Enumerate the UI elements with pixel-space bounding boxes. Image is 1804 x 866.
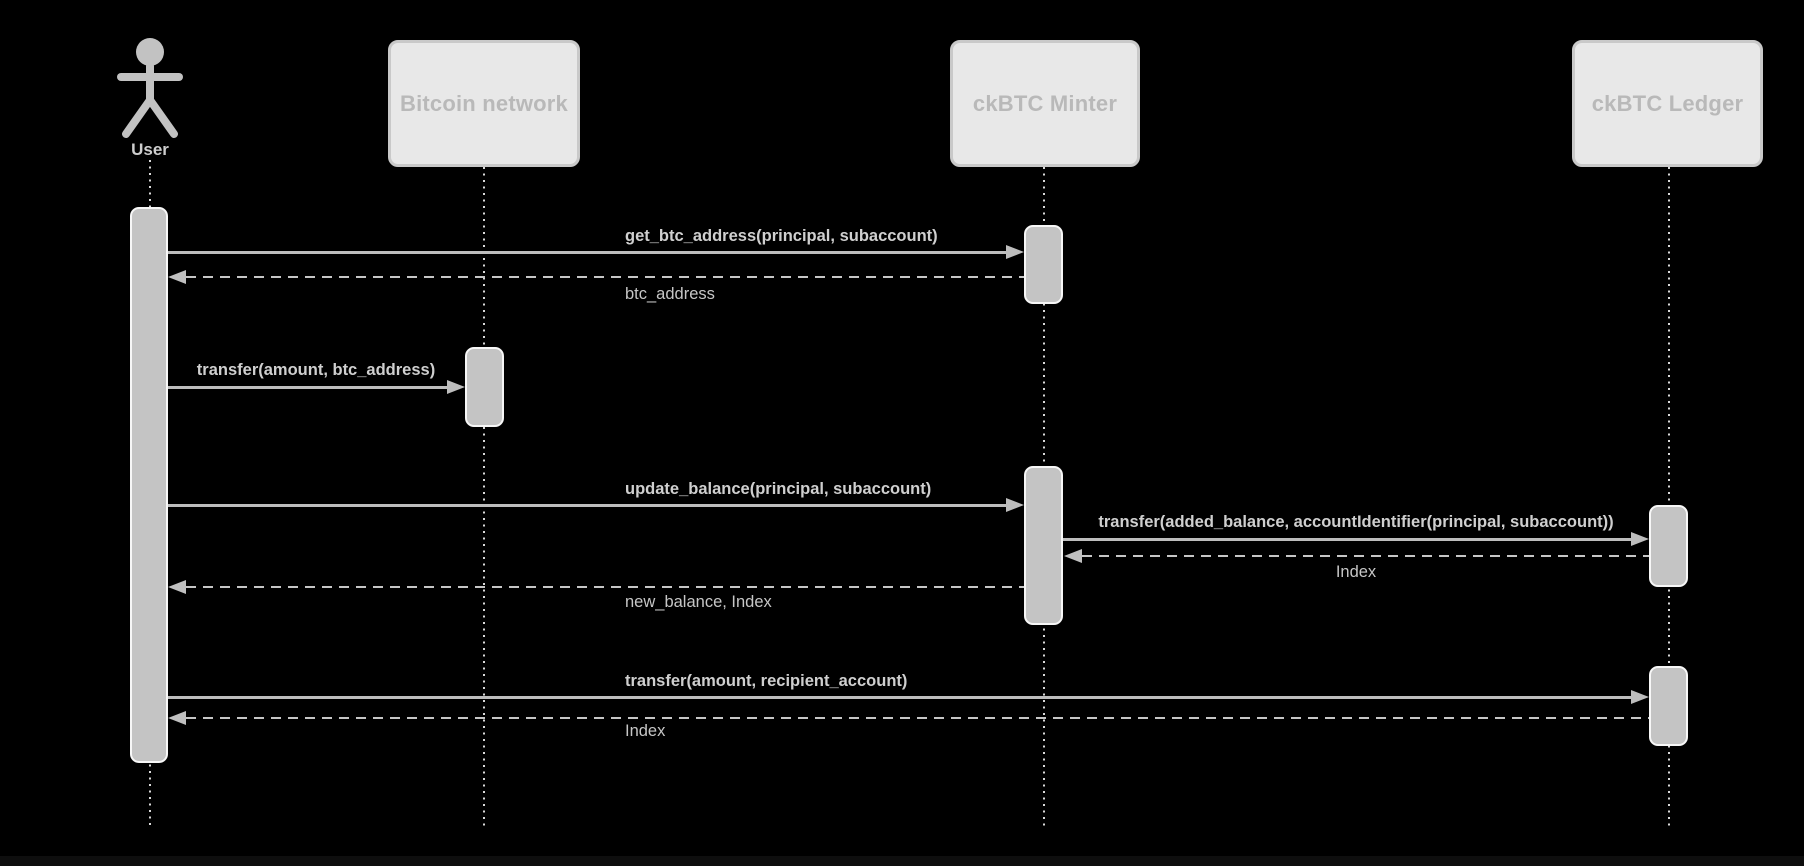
arrowhead-right-icon (1631, 532, 1649, 546)
message-line-transfer-added-balance (1063, 538, 1633, 541)
participant-label-ckbtc-minter: ckBTC Minter (972, 90, 1118, 116)
message-label-index-to-user: Index (625, 722, 666, 740)
arrowhead-right-icon (447, 380, 465, 394)
activation-bar-minter-2 (1024, 466, 1063, 625)
message-label-transfer-recipient: transfer(amount, recipient_account) (625, 672, 908, 690)
participant-box-ckbtc-minter: ckBTC Minter (950, 40, 1140, 167)
bottom-strip (0, 856, 1804, 866)
arrowhead-left-icon (168, 711, 186, 725)
message-label-btc-address-return: btc_address (625, 285, 715, 303)
message-label-index-to-minter: Index (1335, 563, 1377, 581)
lifeline-bitcoin-network (483, 167, 485, 826)
message-label-new-balance: new_balance, Index (625, 593, 772, 611)
lifeline-ckbtc-ledger (1668, 167, 1670, 826)
message-line-index-to-minter (1082, 555, 1649, 557)
activation-bar-bitcoin (465, 347, 504, 427)
message-line-transfer-btc (168, 386, 449, 389)
arrowhead-right-icon (1631, 690, 1649, 704)
arrowhead-right-icon (1006, 245, 1024, 259)
activation-bar-ledger-1 (1649, 505, 1688, 587)
arrowhead-right-icon (1006, 498, 1024, 512)
message-label-transfer-btc: transfer(amount, btc_address) (196, 361, 436, 379)
participant-label-bitcoin-network: Bitcoin network (399, 90, 568, 116)
participant-box-bitcoin-network: Bitcoin network (388, 40, 580, 167)
message-label-get-btc-address: get_btc_address(principal, subaccount) (625, 227, 938, 245)
message-line-new-balance (186, 586, 1024, 588)
actor-user-label: User (131, 140, 169, 159)
user-stick-figure-icon (117, 38, 183, 138)
arrowhead-left-icon (1064, 549, 1082, 563)
message-line-btc-address-return (186, 276, 1024, 278)
participant-box-ckbtc-ledger: ckBTC Ledger (1572, 40, 1763, 167)
message-line-get-btc-address (168, 251, 1008, 254)
message-line-transfer-recipient (168, 696, 1633, 699)
message-label-transfer-added-balance: transfer(added_balance, accountIdentifie… (1098, 513, 1614, 531)
arrowhead-left-icon (168, 270, 186, 284)
arrowhead-left-icon (168, 580, 186, 594)
activation-bar-ledger-2 (1649, 666, 1688, 746)
message-line-index-to-user (186, 717, 1649, 719)
message-line-update-balance (168, 504, 1008, 507)
activation-bar-user (130, 207, 168, 763)
participant-label-ckbtc-ledger: ckBTC Ledger (1591, 90, 1744, 116)
message-label-update-balance: update_balance(principal, subaccount) (625, 480, 932, 498)
activation-bar-minter-1 (1024, 225, 1063, 304)
